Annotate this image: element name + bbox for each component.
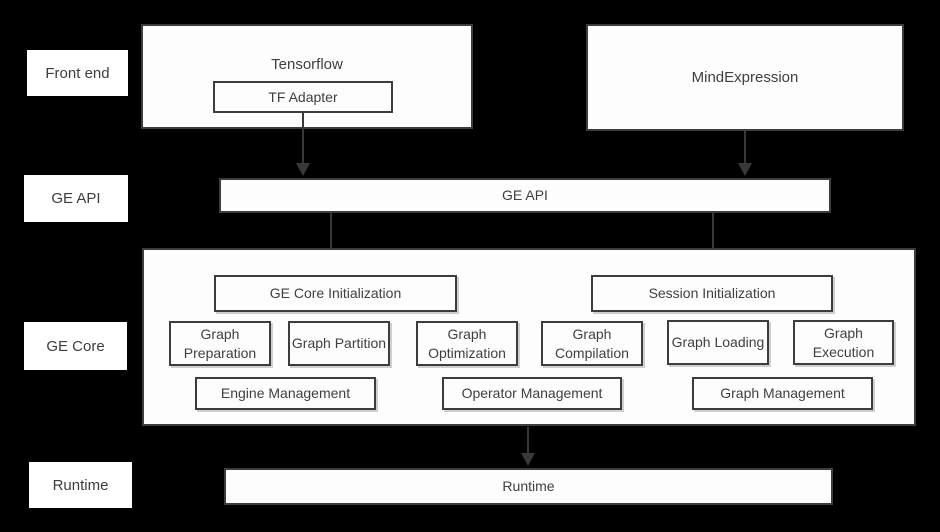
graph-compilation-label: Graph Compilation <box>555 325 629 361</box>
graph-optimization-label: Graph Optimization <box>428 325 506 361</box>
graph-partition-box: Graph Partition <box>288 321 390 366</box>
tensorflow-box: Tensorflow TF Adapter <box>141 24 473 129</box>
operator-management-box: Operator Management <box>442 377 622 410</box>
arrow-shaft <box>302 113 304 164</box>
ge-api-bar-label: GE API <box>502 187 548 204</box>
arrow-ge-core-to-runtime <box>521 427 535 466</box>
row-label-ge-core-text: GE Core <box>46 337 105 355</box>
graph-execution-label: Graph Execution <box>812 324 875 360</box>
engine-management-box: Engine Management <box>195 377 376 410</box>
arrow-shaft <box>744 131 746 164</box>
operator-management-label: Operator Management <box>461 385 603 402</box>
graph-partition-label: Graph Partition <box>291 335 387 352</box>
ge-core-initialization-box: GE Core Initialization <box>214 275 457 312</box>
graph-loading-box: Graph Loading <box>667 320 769 365</box>
graph-execution-box: Graph Execution <box>793 320 894 365</box>
arrow-tf-adapter-to-ge-api <box>296 113 310 176</box>
arrow-head-icon <box>296 163 310 176</box>
mindexpression-label: MindExpression <box>691 68 799 86</box>
tf-adapter-box: TF Adapter <box>213 81 393 113</box>
arrow-mindexpression-to-ge-api <box>738 131 752 176</box>
mindexpression-box: MindExpression <box>586 24 904 131</box>
row-label-front-end-text: Front end <box>45 64 110 82</box>
tf-adapter-label: TF Adapter <box>268 88 338 105</box>
arrow-shaft <box>527 427 529 454</box>
row-label-ge-api-text: GE API <box>51 190 101 207</box>
graph-optimization-box: Graph Optimization <box>416 321 518 366</box>
graph-compilation-box: Graph Compilation <box>541 321 643 366</box>
session-initialization-label: Session Initialization <box>648 285 776 302</box>
ge-api-bar: GE API <box>219 178 831 213</box>
arrow-shaft <box>330 213 332 259</box>
engine-management-label: Engine Management <box>220 385 351 402</box>
row-label-runtime: Runtime <box>29 462 132 508</box>
row-label-front-end: Front end <box>27 50 128 96</box>
row-label-runtime-text: Runtime <box>52 476 109 494</box>
arrow-shaft <box>712 213 714 259</box>
runtime-bar-label: Runtime <box>502 478 555 495</box>
session-initialization-box: Session Initialization <box>591 275 833 312</box>
runtime-bar: Runtime <box>224 468 833 505</box>
row-label-ge-api: GE API <box>24 175 128 222</box>
graph-loading-label: Graph Loading <box>671 334 765 351</box>
tensorflow-label: Tensorflow <box>271 56 343 73</box>
graph-management-label: Graph Management <box>720 385 845 402</box>
arrow-head-icon <box>521 453 535 466</box>
graph-preparation-box: Graph Preparation <box>169 321 271 366</box>
arrow-head-icon <box>738 163 752 176</box>
ge-core-container: GE Core Initialization Session Initializ… <box>142 248 916 426</box>
row-label-ge-core: GE Core <box>24 322 127 370</box>
graph-preparation-label: Graph Preparation <box>183 325 257 361</box>
ge-core-initialization-label: GE Core Initialization <box>269 285 402 302</box>
graph-management-box: Graph Management <box>692 377 873 410</box>
